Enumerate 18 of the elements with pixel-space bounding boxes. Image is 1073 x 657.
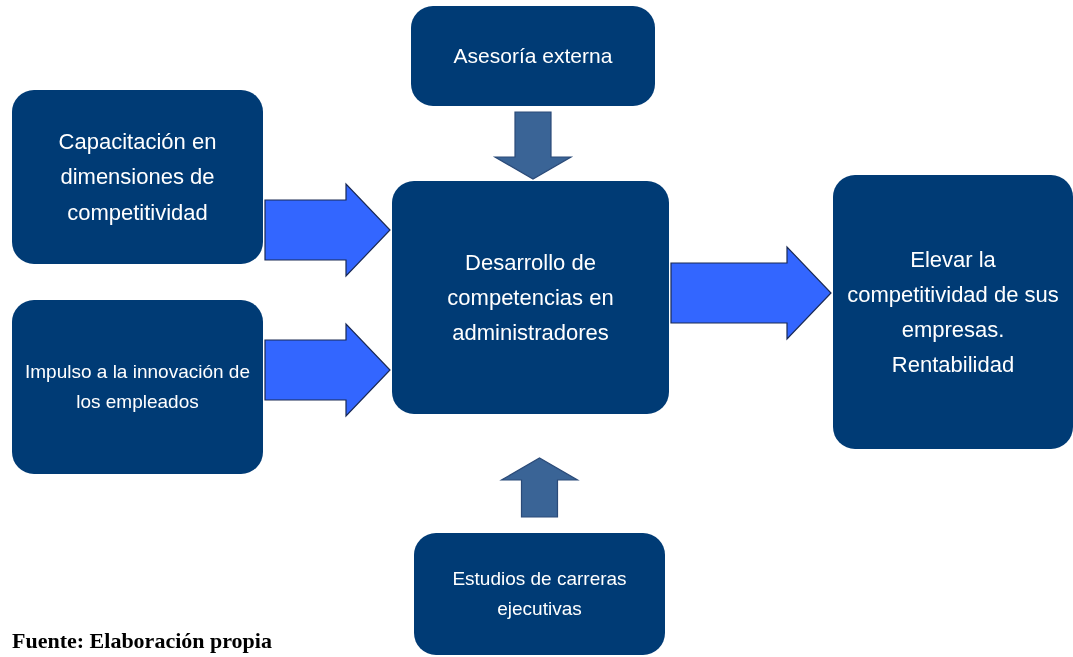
box-label: Elevar la competitividad de sus empresas. Rentabilidad [846, 245, 1060, 380]
block-arrow [499, 457, 580, 518]
source-caption: Fuente: Elaboración propia [12, 628, 272, 654]
block-arrow [264, 182, 391, 278]
box-label: Asesoría externa [453, 43, 613, 70]
process-box [392, 181, 669, 414]
box-label: Capacitación en dimensiones de competitividad [57, 128, 218, 227]
block-arrow [264, 322, 391, 418]
process-box [833, 175, 1073, 449]
process-box [12, 90, 263, 264]
box-label: Estudios de carreras ejecutivas [451, 566, 628, 621]
block-arrow [670, 245, 832, 341]
block-arrow [492, 111, 574, 180]
box-label: Impulso a la innovación de los empleados [24, 359, 251, 414]
process-box [411, 6, 655, 106]
process-box [414, 533, 665, 655]
process-box [12, 300, 263, 474]
box-label: Desarrollo de competencias en administradores [446, 248, 615, 348]
